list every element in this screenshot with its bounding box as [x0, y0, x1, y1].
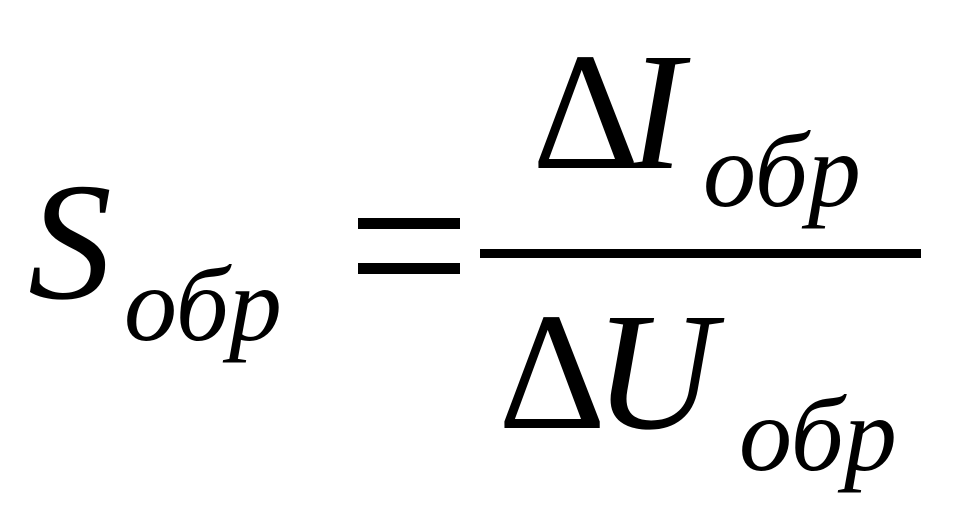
lhs-subscript: обр [124, 246, 282, 363]
denominator-symbol: U [594, 279, 716, 465]
numerator-delta: Δ [532, 19, 641, 205]
equals-bar-top [358, 218, 460, 229]
numerator-symbol: I [628, 19, 684, 205]
lhs-symbol: S [28, 149, 112, 335]
equals-bar-bottom [358, 263, 460, 274]
denominator-delta: Δ [498, 279, 607, 465]
fraction-line [480, 249, 921, 258]
numerator-subscript: обр [703, 112, 861, 229]
equals-sign [358, 218, 460, 276]
denominator-subscript: обр [739, 376, 897, 493]
